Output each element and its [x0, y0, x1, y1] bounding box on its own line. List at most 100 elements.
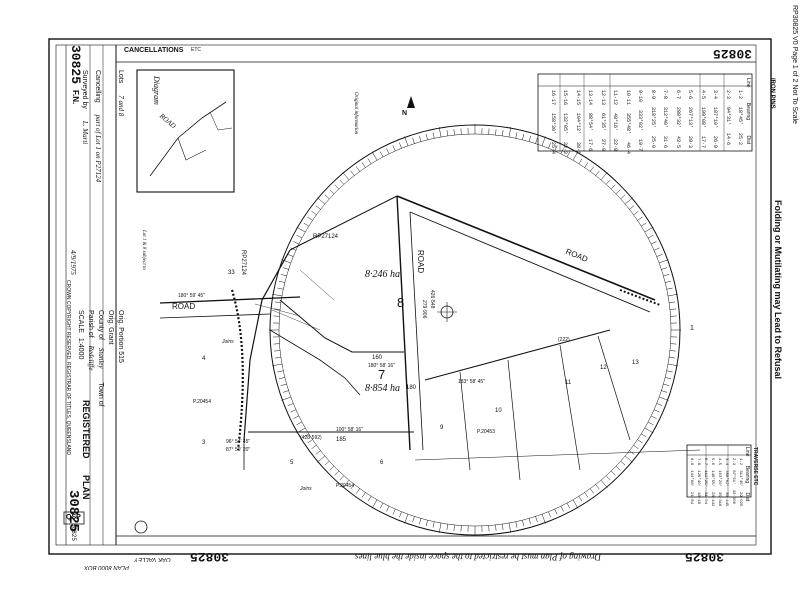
cancelling-value: part of Lot 1 on P27124	[94, 114, 102, 183]
circle-tick	[277, 370, 284, 373]
circle-tick	[281, 259, 291, 264]
orig-grant: Orig. Grant	[107, 310, 114, 345]
iron-pins-cell: 1-2	[737, 90, 743, 100]
circle-tick	[350, 170, 355, 176]
circle-tick	[281, 396, 291, 401]
circle-tick	[317, 455, 326, 463]
lot-7-label: 7	[378, 367, 386, 382]
circle-tick	[287, 254, 294, 257]
circle-tick	[624, 455, 633, 463]
traverse-cell: 3-4	[724, 458, 728, 466]
circle-tick	[554, 145, 558, 152]
plan-label: PLAN	[81, 475, 91, 500]
bearing-1: 180° 59' 45"	[178, 293, 205, 299]
lot-9-label: 9	[440, 425, 444, 431]
plan-number-top: 30825	[713, 46, 753, 61]
diagram-inset	[136, 69, 235, 193]
iron-pins-cell: 158°30'	[549, 113, 556, 135]
iron-pins-row: 6-7288°32'43·5	[675, 90, 681, 148]
circle-tick	[663, 383, 670, 386]
circle-tick	[329, 465, 335, 471]
iron-pins-row: 5-6267°13'29·3	[687, 90, 693, 149]
iron-pins-cell: 29·3	[687, 136, 693, 149]
circle-tick	[620, 194, 626, 200]
circle-tick	[647, 421, 654, 426]
iron-pins-cell: 22·8	[612, 139, 618, 152]
traverse-cell: 31·04	[703, 492, 707, 505]
circle-tick	[535, 137, 538, 144]
circle-tick	[647, 234, 654, 239]
scale-value: 1:4000	[77, 337, 84, 360]
lots-row: Lots 7 and 8	[117, 70, 125, 116]
circle-tick	[637, 439, 643, 444]
cancelling-row: Cancelling part of Lot 1 on P27124	[94, 70, 102, 183]
cancellations-label: CANCELLATIONS	[124, 47, 184, 54]
circle-tick	[502, 129, 504, 136]
circle-tick	[293, 415, 299, 419]
iron-pins-cell: 27·0	[599, 139, 606, 152]
lot-4-label: 4	[202, 356, 206, 362]
circle-tick	[605, 179, 611, 185]
iron-pins-cell: 26·9	[712, 136, 718, 149]
circle-tick	[303, 433, 309, 438]
surveyed-value: L. Marti	[81, 120, 89, 145]
circle-tick	[386, 506, 390, 512]
circle-tick	[610, 470, 616, 476]
traverse-cell: 6-7	[703, 458, 707, 466]
circle-tick	[350, 484, 355, 490]
circle-tick	[659, 396, 669, 401]
iron-pins-cell: 10-11	[624, 90, 631, 106]
lot-3-label: 3	[202, 440, 206, 446]
circle-tick	[629, 205, 635, 210]
lot-13-label: 13	[632, 360, 639, 366]
iron-pins-cell: 15-16	[562, 90, 568, 106]
bottom-plan-number-1: 30825	[190, 549, 230, 564]
circle-tick	[528, 518, 531, 525]
bearing-4: 96° 54' 45"	[226, 439, 251, 445]
circle-tick	[278, 377, 285, 380]
iron-pins-cell: 88°54'	[587, 113, 593, 132]
lot-10-label: 10	[495, 408, 502, 414]
iron-pins-cell: 7-8	[662, 90, 668, 100]
traverse-row: 6-7112°25'31·04	[703, 458, 707, 504]
iron-pins-header-line: Line	[745, 78, 751, 88]
circle-tick	[605, 475, 611, 481]
scale-label: SCALE	[77, 310, 84, 333]
county-label: County of	[97, 310, 104, 340]
surveyed-label: Surveyed by	[81, 70, 88, 109]
circle-tick	[620, 460, 626, 466]
circle-tick	[399, 511, 402, 518]
traverse-cell: 144°08'	[689, 470, 693, 488]
circle-tick	[307, 216, 313, 221]
traverse-cell: 16·18	[696, 492, 700, 505]
traverse-table	[686, 444, 752, 498]
traverse-row: 2-387°51'43·000	[731, 458, 735, 504]
rp-label-1: RP27124	[313, 234, 339, 240]
iron-pins-cell: 17·6	[587, 139, 593, 152]
circle-tick	[438, 522, 442, 533]
registered-plan: REGISTERED PLAN	[81, 400, 91, 500]
iron-pins-cell: 132°05'	[562, 113, 568, 135]
circle-tick	[541, 514, 546, 524]
circle-tick	[528, 135, 531, 142]
circle-tick	[595, 484, 600, 490]
circle-tick	[342, 479, 350, 488]
circle-tick	[311, 211, 317, 215]
circle-tick	[432, 521, 435, 528]
circle-tick	[495, 524, 497, 531]
iron-pins-row: 12-1361°35'27·0	[599, 90, 606, 152]
circle-tick	[339, 179, 345, 185]
circle-tick	[296, 421, 303, 426]
lot-33-label: 33	[228, 270, 235, 276]
survey-date: 4/9/1975	[69, 250, 77, 275]
circle-tick	[669, 350, 676, 352]
circle-tick	[659, 259, 669, 264]
circle-tick	[669, 301, 676, 303]
circle-tick	[535, 516, 538, 523]
iron-pins-cell: 318°25'	[649, 107, 656, 129]
circle-tick	[600, 479, 608, 488]
traverse-cell: 148°55'	[710, 470, 714, 488]
circle-tick	[282, 267, 289, 270]
traverse-row: 3-4358°02'36·445	[724, 458, 728, 506]
traverse-header-dist: Dist	[744, 492, 750, 502]
